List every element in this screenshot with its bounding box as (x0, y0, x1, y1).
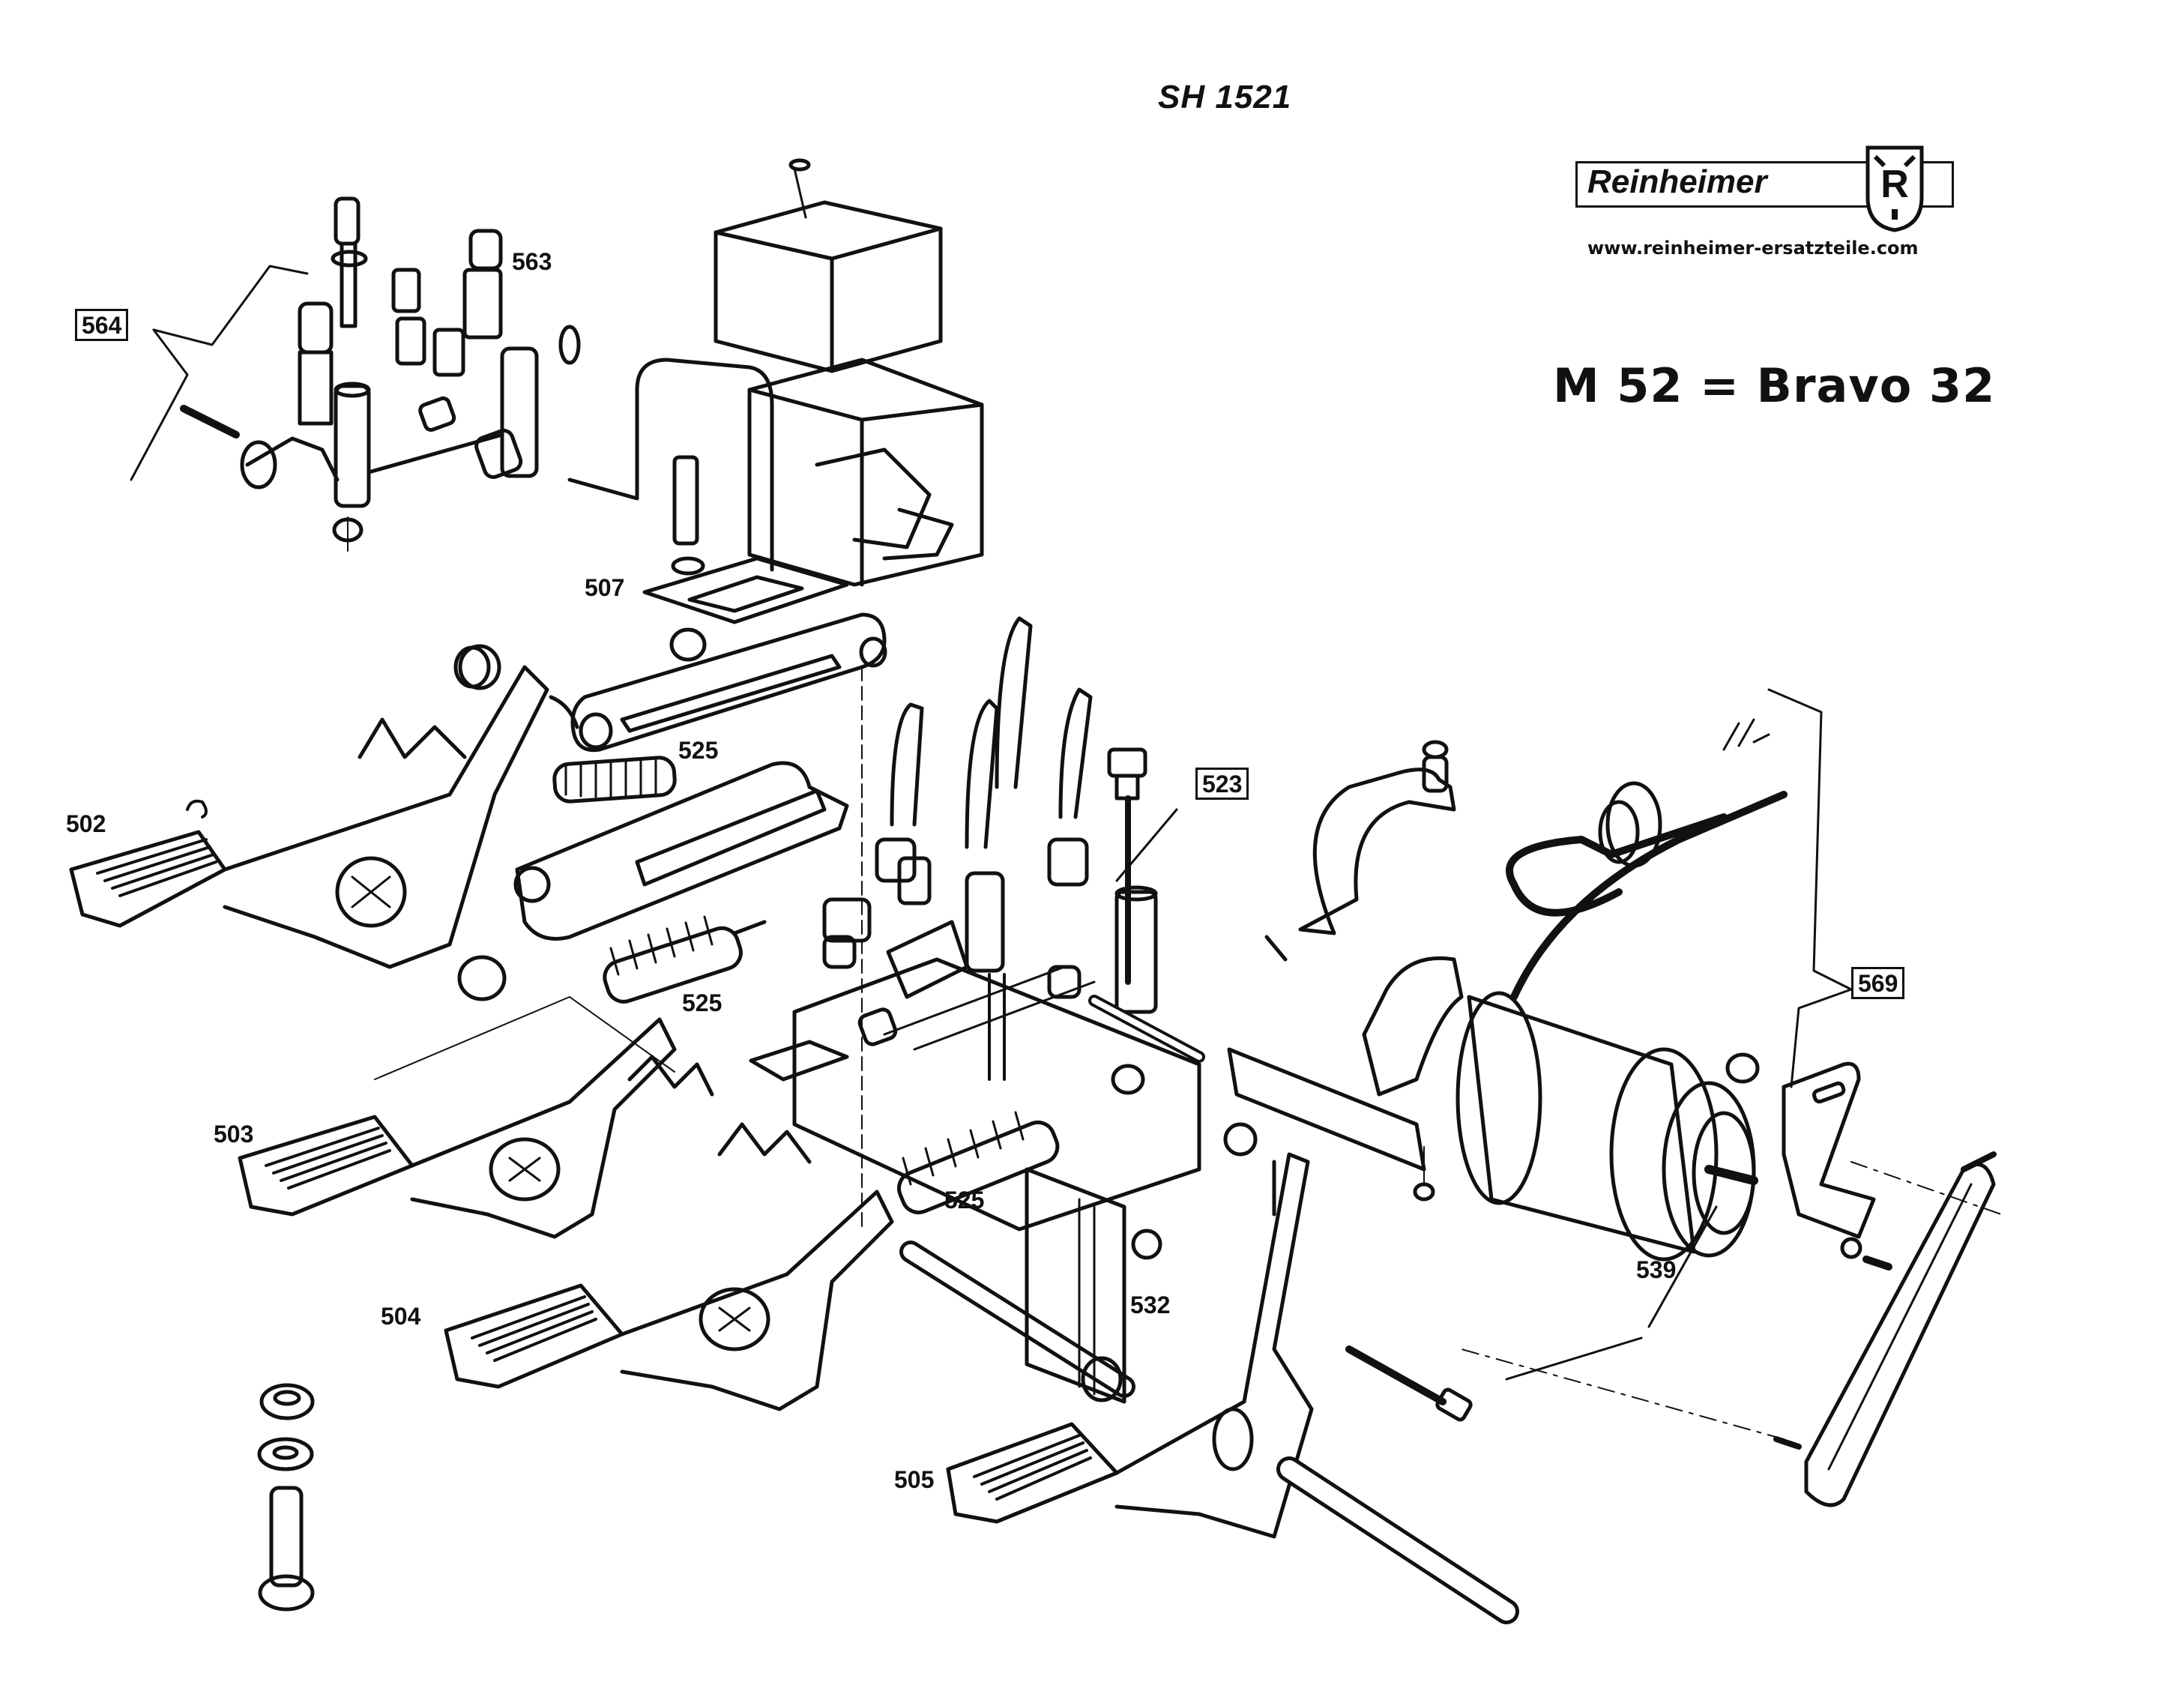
brand-emblem-icon: R (1865, 145, 1924, 232)
leader-564 (130, 265, 309, 481)
pedal-505-drawing (946, 1152, 1519, 1624)
callout-503: 503 (214, 1121, 254, 1148)
callout-564: 564 (75, 309, 129, 341)
callout-563: 563 (512, 248, 552, 275)
sheet-id: SH 1521 (1158, 79, 1292, 115)
brand-name: Reinheimer (1587, 163, 1767, 200)
bolt-drawing (1345, 1345, 1473, 1422)
callout-502: 502 (66, 810, 106, 837)
pedal-504-drawing (444, 1122, 894, 1411)
motor-bracket-drawing (1725, 1052, 2002, 1271)
callout-505: 505 (894, 1466, 935, 1493)
spacer-drawing (457, 955, 507, 1001)
middle-lever-drawing (513, 761, 849, 941)
springs-drawing (552, 756, 1060, 1215)
pedal-503-drawing (238, 996, 714, 1239)
motor-drawing (1413, 991, 1758, 1262)
callout-532: 532 (1130, 1291, 1171, 1318)
leader-523 (1115, 808, 1178, 882)
callout-525-lower: 525 (944, 1187, 985, 1214)
callout-507: 507 (585, 574, 625, 601)
brand-emblem-letter: R (1880, 163, 1909, 206)
callout-525-middle: 525 (682, 989, 723, 1016)
callout-525-upper: 525 (678, 737, 719, 764)
pedal-502-drawing (69, 665, 549, 969)
model-equivalence: M 52 = Bravo 32 (1553, 358, 1996, 413)
mounting-plate-drawing (567, 358, 849, 662)
clamp-bracket-drawing (1223, 740, 1464, 1217)
callout-523: 523 (1195, 768, 1249, 800)
nut-drawing (453, 645, 491, 689)
upper-lever-drawing (458, 612, 887, 1230)
cable-drawing (1506, 718, 1788, 1001)
brand-url[interactable]: www.reinheimer-ersatzteile.com (1587, 238, 1919, 259)
valve-block-drawing (749, 616, 1205, 1232)
leader-569 (1505, 688, 1853, 1381)
callout-569: 569 (1851, 967, 1905, 999)
link-bar-drawing (1461, 1151, 1997, 1507)
callout-504: 504 (381, 1303, 421, 1330)
shaft-drawing (899, 1167, 1135, 1404)
washer-drawing (1131, 1229, 1162, 1260)
valve-assembly-drawing (180, 196, 581, 552)
callout-539: 539 (1636, 1256, 1677, 1283)
brand-frame (1575, 161, 1954, 208)
cover-box-drawing (714, 158, 984, 587)
fastener-stack-drawing (257, 1383, 315, 1612)
